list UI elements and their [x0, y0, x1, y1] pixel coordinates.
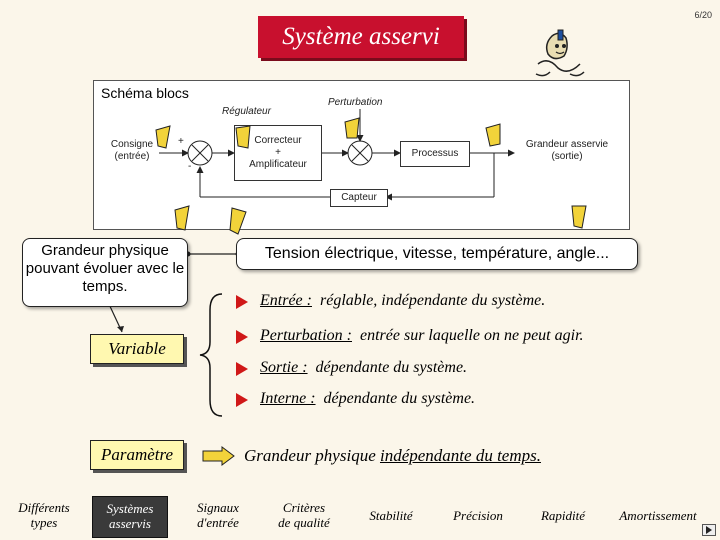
diagram-wiring: [159, 109, 515, 201]
bottom-nav: Différents types Systèmes asservis Signa…: [0, 494, 720, 540]
parametre-label: Paramètre: [90, 440, 184, 470]
plus-sign: +: [178, 136, 184, 147]
nav-amortissement[interactable]: Amortissement: [619, 508, 697, 523]
consigne-label: Consigne (entrée): [110, 139, 154, 162]
diagram-title: Schéma blocs: [101, 85, 189, 101]
block-diagram: Schéma blocs Régulateur Perturbation Con…: [93, 80, 630, 230]
nav-rapidite[interactable]: Rapidité: [540, 508, 586, 523]
bullet-icon: [236, 295, 248, 309]
nav-signaux-entree[interactable]: Signaux d'entrée: [197, 500, 239, 530]
mascot-illustration: [535, 29, 585, 77]
item-interne: Interne : dépendante du système.: [260, 390, 476, 407]
bullet-icon: [236, 362, 248, 376]
bullet-icon: [236, 393, 248, 407]
capteur-block: Capteur: [330, 189, 388, 207]
variable-label: Variable: [90, 334, 184, 364]
item-perturbation: Perturbation : entrée sur laquelle on ne…: [260, 327, 584, 344]
item-sortie: Sortie : dépendante du système.: [260, 359, 468, 376]
tension-callout: Tension électrique, vitesse, température…: [236, 238, 638, 270]
nav-differents-types[interactable]: Différents types: [18, 500, 70, 530]
nav-criteres-qualite[interactable]: Critères de qualité: [278, 500, 330, 530]
minus-sign: -: [188, 161, 192, 172]
item-entree: Entrée : réglable, indépendante du systè…: [260, 292, 546, 309]
processus-block: Processus: [400, 141, 470, 167]
page-number: 6/20: [694, 10, 712, 20]
perturbation-label: Perturbation: [328, 97, 383, 108]
parametre-description: Grandeur physique indépendante du temps.: [244, 446, 541, 465]
bullet-icon: [236, 330, 248, 344]
arrow-right-icon: [202, 446, 235, 466]
grandeur-asservie-label: Grandeur asservie (sortie): [525, 139, 609, 162]
grandeur-physique-callout: Grandeur physique pouvant évoluer avec l…: [22, 238, 188, 307]
regulateur-label: Régulateur: [222, 106, 271, 117]
page-title: Système asservi: [258, 16, 464, 58]
nav-systemes-asservis[interactable]: Systèmes asservis: [92, 496, 168, 538]
next-slide-icon[interactable]: [702, 524, 716, 536]
nav-stabilite[interactable]: Stabilité: [369, 508, 413, 523]
brace-icon: [199, 293, 223, 417]
nav-precision[interactable]: Précision: [453, 508, 503, 523]
